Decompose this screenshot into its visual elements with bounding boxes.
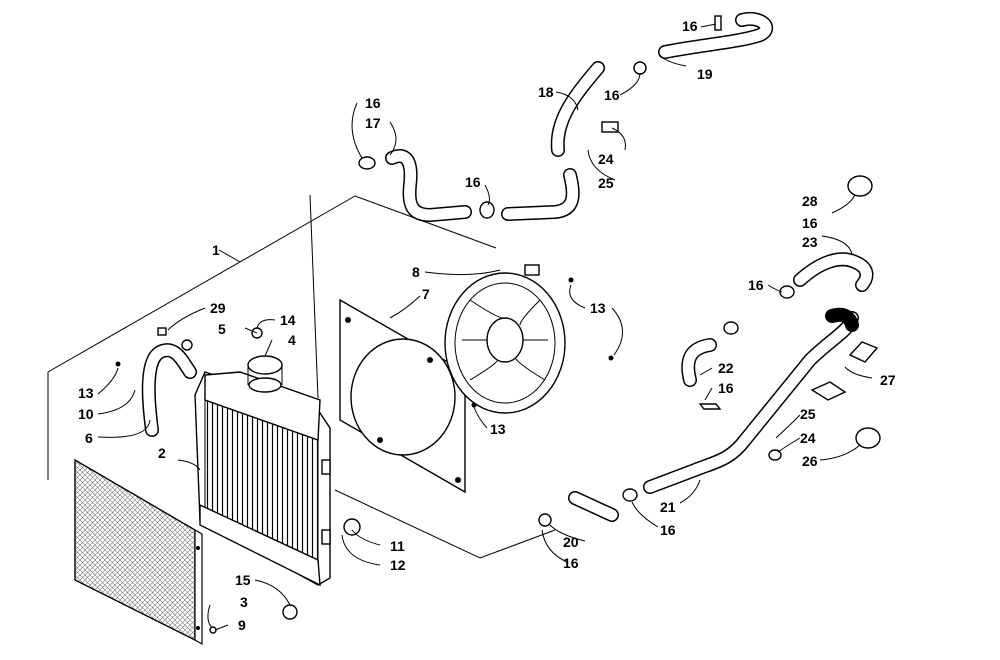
callout-13-fan: 13 <box>590 300 606 316</box>
hose-19 <box>658 11 773 59</box>
callout-24-upper: 24 <box>598 151 614 167</box>
callout-16-hose20: 16 <box>660 522 676 538</box>
leader-lines <box>97 23 873 631</box>
hose-20 <box>538 488 638 527</box>
small-fasteners <box>115 277 614 634</box>
callout-12: 12 <box>390 557 406 573</box>
callout-5: 5 <box>218 321 226 337</box>
assembly-outline <box>47 195 556 559</box>
callout-16-bottom: 16 <box>563 555 579 571</box>
callout-13-left: 13 <box>78 385 94 401</box>
callout-16-upper-left: 16 <box>365 95 381 111</box>
callout-25-upper: 25 <box>598 175 614 191</box>
callout-19: 19 <box>697 66 713 82</box>
callout-20: 20 <box>563 534 579 550</box>
callout-27: 27 <box>880 372 896 388</box>
radiator-cap <box>247 355 283 393</box>
callout-22: 22 <box>718 360 734 376</box>
callout-21: 21 <box>660 499 676 515</box>
callout-28: 28 <box>802 193 818 209</box>
callout-29: 29 <box>210 300 226 316</box>
callout-10: 10 <box>78 406 94 422</box>
callout-13-shroud: 13 <box>490 421 506 437</box>
callout-14: 14 <box>280 312 296 328</box>
callout-4: 4 <box>288 332 296 348</box>
callout-16-hose22-top: 16 <box>748 277 764 293</box>
callout-11: 11 <box>390 538 405 554</box>
callout-24-lower: 24 <box>800 430 816 446</box>
callout-16-upper-mid: 16 <box>465 174 481 190</box>
callout-labels: 1 2 3 4 5 6 7 8 9 10 11 12 13 13 13 14 1… <box>78 18 896 633</box>
callout-23: 23 <box>802 234 818 250</box>
callout-15: 15 <box>235 572 251 588</box>
cooling-fan <box>444 264 566 414</box>
callout-18: 18 <box>538 84 554 100</box>
callout-16-hose23: 16 <box>802 215 818 231</box>
callout-9: 9 <box>238 617 246 633</box>
callout-6: 6 <box>85 430 93 446</box>
hose-22-23 <box>681 252 874 410</box>
callout-25-lower: 25 <box>800 406 816 422</box>
callout-16-hose22-bottom: 16 <box>718 380 734 396</box>
callout-8: 8 <box>412 264 420 280</box>
callout-26: 26 <box>802 453 818 469</box>
callout-1: 1 <box>212 242 220 258</box>
radiator-screen <box>74 458 203 646</box>
hose-21 <box>643 307 859 494</box>
hose-18 <box>501 61 647 221</box>
clamps-and-pads <box>768 175 881 461</box>
callout-16-top-right: 16 <box>682 18 698 34</box>
callout-2: 2 <box>158 445 166 461</box>
callout-3: 3 <box>240 594 248 610</box>
callout-17: 17 <box>365 115 381 131</box>
overflow-hose <box>141 343 197 437</box>
upper-hose <box>358 149 495 222</box>
radiator <box>194 371 331 587</box>
callout-7: 7 <box>422 286 430 302</box>
callout-16-hose18: 16 <box>604 87 620 103</box>
fan-shroud <box>339 298 466 494</box>
